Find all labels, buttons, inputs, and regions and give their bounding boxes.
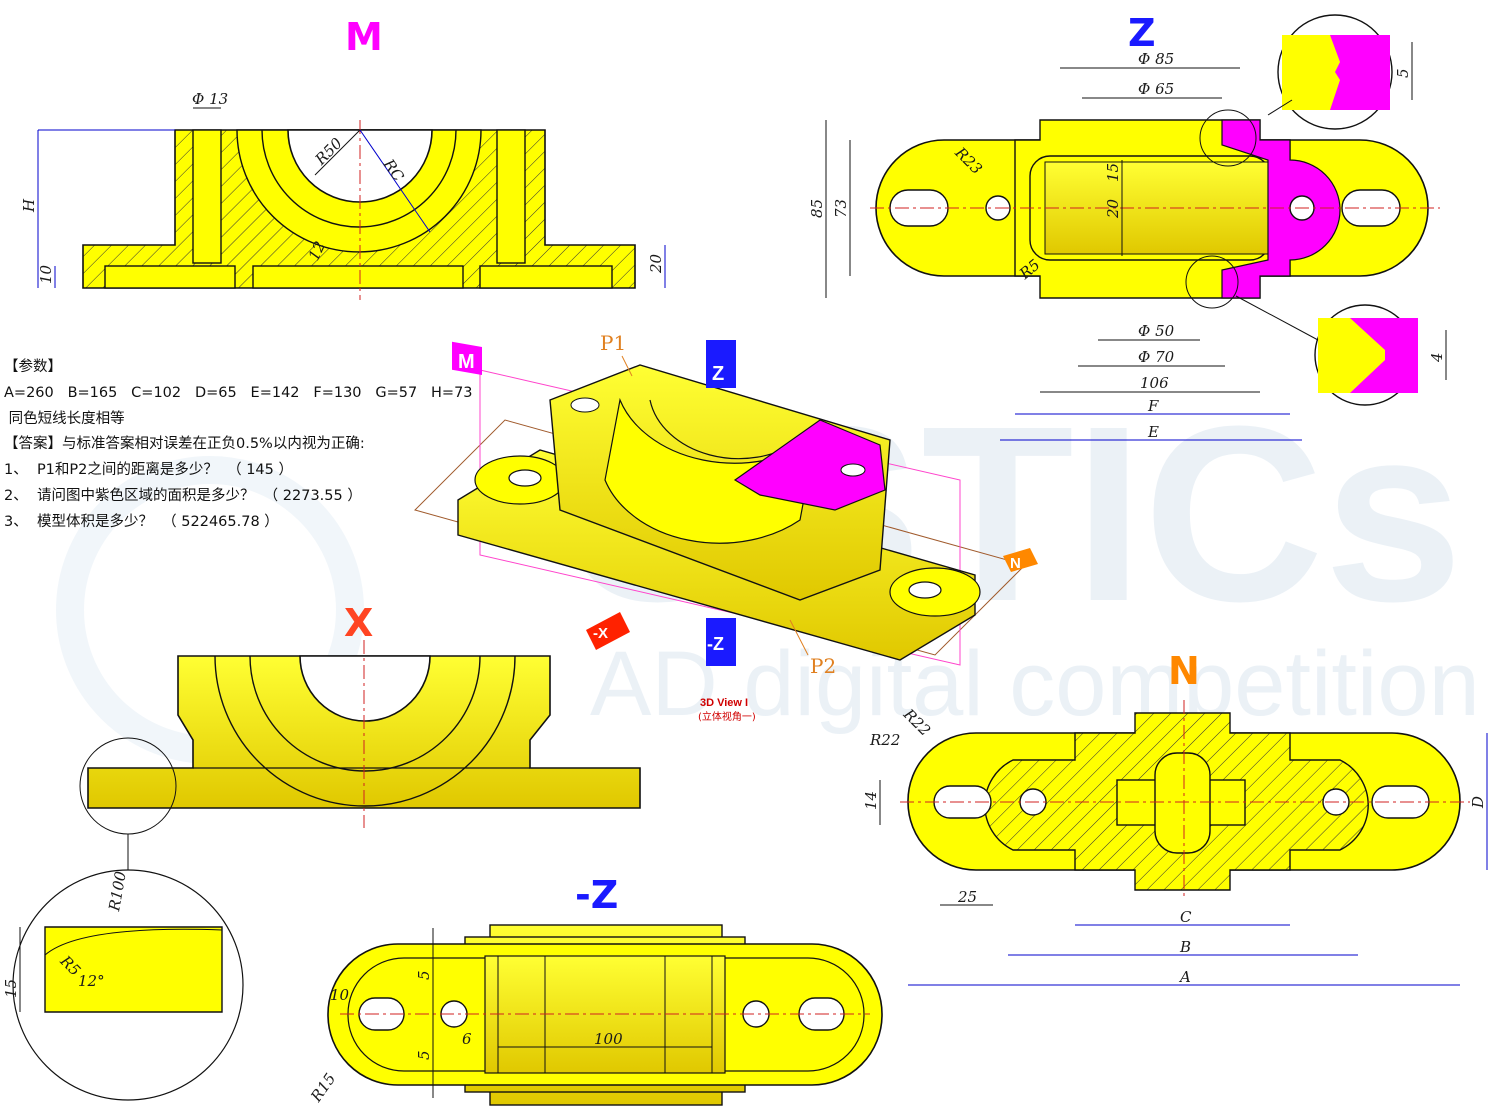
dim-n-d: D [1469, 796, 1487, 809]
dim-z-d65: Φ 65 [1138, 80, 1174, 98]
dim-m-d13: Φ 13 [192, 90, 228, 108]
dim-z-d70: Φ 70 [1138, 348, 1175, 366]
params-panel: 【参数】 A=260 B=165 C=102 D=65 E=142 F=130 G… [4, 355, 473, 536]
view-label-x: X [344, 601, 373, 645]
dim-nz-100: 100 [594, 1030, 623, 1048]
dim-z-4: 4 [1428, 352, 1446, 363]
dim-n-a: A [1178, 968, 1191, 986]
view-3d: M Z -Z -X N P1 P2 3D View I (立体视角一) [414, 331, 1038, 723]
label-p2: P2 [810, 654, 836, 678]
watermark-small: AD digital competition [590, 633, 1480, 735]
dim-z-85: 85 [808, 199, 826, 218]
dim-z-f: F [1147, 397, 1159, 415]
dim-m-h: H [20, 198, 38, 213]
dim-n-25: 25 [957, 888, 977, 906]
dim-n-r22a: R22 [869, 731, 900, 749]
dim-m-20: 20 [647, 253, 665, 274]
tag-n: N [1010, 555, 1021, 572]
dim-m-10: 10 [37, 264, 55, 284]
view-label-n: N [1168, 649, 1200, 693]
dim-n-c: C [1180, 908, 1192, 926]
view-label-neg-z: -Z [575, 873, 618, 917]
tag-neg-z: -Z [707, 634, 724, 654]
view-neg-z: -Z 5 5 10 6 100 R15 [307, 873, 883, 1106]
question-3: 3、 模型体积是多少？ （ 522465.78 ） [4, 513, 279, 530]
dim-nz-r15: R15 [307, 1070, 340, 1106]
dim-z-106: 106 [1140, 374, 1169, 392]
dim-nz-5a: 5 [415, 970, 433, 980]
iso-title: 3D View I [700, 697, 748, 709]
view-label-m: M [345, 15, 383, 59]
dim-x-12deg: 12° [78, 972, 105, 990]
question-1: 1、 P1和P2之间的距离是多少？ （ 145 ） [4, 462, 293, 479]
params-header: 【参数】 [4, 359, 62, 375]
dim-nz-10: 10 [330, 986, 350, 1004]
iso-subtitle: (立体视角一) [698, 710, 756, 723]
question-2: 2、 请问图中紫色区域的面积是多少？ （ 2273.55 ） [4, 487, 362, 504]
dim-z-e: E [1147, 423, 1159, 441]
dim-z-d85: Φ 85 [1138, 50, 1174, 68]
answer-header: 【答案】与标准答案相对误差在正负0.5%以内视为正确: [4, 436, 365, 453]
view-x: X R100 R5 12° 15 [2, 601, 641, 1101]
params-values: A=260 B=165 C=102 D=65 E=142 F=130 G=57 … [4, 384, 473, 401]
label-p1: P1 [600, 331, 626, 355]
tag-neg-x: -X [593, 625, 608, 642]
view-z: Z Φ 85 Φ 65 Φ 50 Φ [808, 11, 1447, 441]
dim-z-20: 20 [1104, 198, 1122, 219]
view-label-z: Z [1128, 11, 1156, 55]
dim-x-15: 15 [2, 979, 20, 998]
view-n: N R22 R22 14 25 C B A D [862, 649, 1488, 986]
dim-n-b: B [1179, 938, 1191, 956]
dim-z-5: 5 [1394, 68, 1412, 78]
tag-z: Z [712, 363, 724, 385]
dim-z-15: 15 [1104, 163, 1122, 182]
dim-z-73: 73 [832, 199, 850, 218]
view-m: M Φ 13 R50 RC 12 H 10 20 [20, 15, 666, 300]
tag-m: M [458, 351, 475, 373]
dim-n-14: 14 [862, 791, 880, 810]
dim-nz-6: 6 [462, 1030, 472, 1048]
dim-z-d50: Φ 50 [1138, 322, 1175, 340]
params-note: 同色短线长度相等 [4, 410, 125, 427]
dim-nz-5b: 5 [415, 1050, 433, 1060]
